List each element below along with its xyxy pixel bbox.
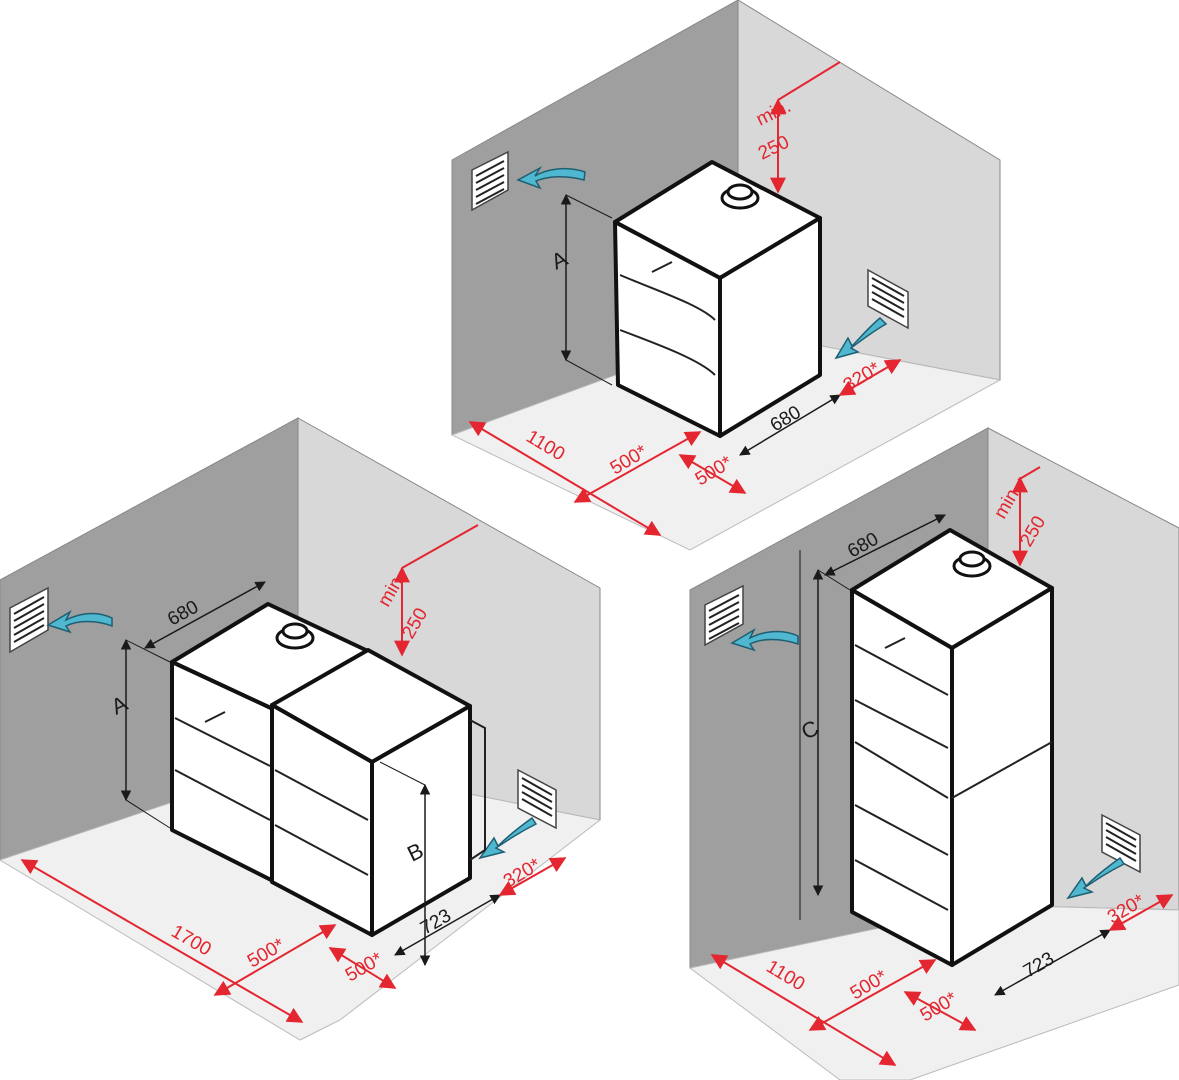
room-right-air-in-arrow [1066, 856, 1126, 900]
room-left-air-out-arrow [46, 610, 113, 634]
room-left: A 680 B 723 320* min. 250 [0, 417, 602, 1041]
room-right-air-out-arrow [730, 628, 799, 652]
room-right-vent-left [704, 584, 744, 647]
room-left-vent-left [9, 586, 49, 654]
room-left-vent-right [517, 768, 557, 830]
room-top: A 680 320* min. 250 1100 500* [450, 0, 1002, 551]
room-top-boiler [613, 160, 822, 438]
room-top-air-in-arrow [834, 316, 888, 360]
room-top-vent-right [867, 268, 909, 330]
room-right: C 680 min. 250 723 320* 1100 [688, 427, 1179, 1080]
room-top-air-out-arrow [516, 165, 586, 190]
room-right-vent-right [1101, 813, 1141, 874]
room-left-air-in-arrow [478, 816, 538, 860]
room-top-vent-left [471, 150, 509, 212]
room-right-boiler [850, 528, 1054, 967]
